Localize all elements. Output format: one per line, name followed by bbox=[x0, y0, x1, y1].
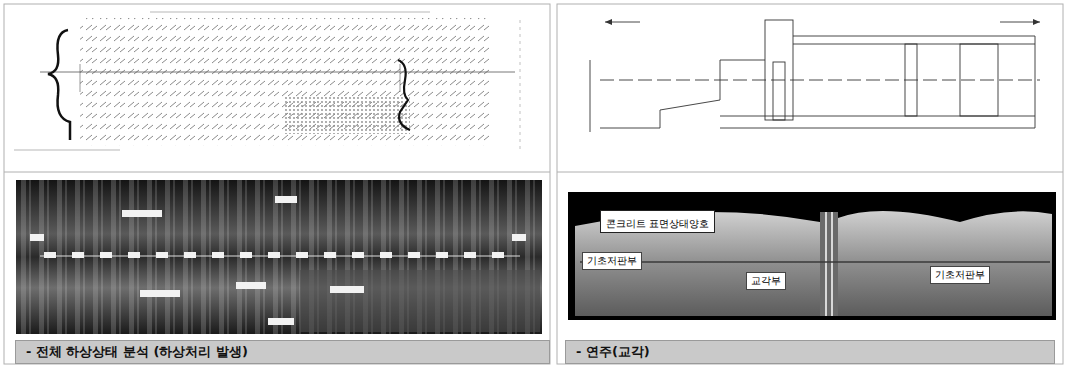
caption-bar: - 연주(교각) bbox=[565, 340, 1055, 364]
callout-box: 콘크리트 표면상태양호 bbox=[600, 210, 715, 233]
node-text: - 연주(교각) bbox=[576, 343, 650, 361]
node-text: 콘크리트 표면상태양호 bbox=[606, 218, 709, 229]
part-label: 기초저판부 bbox=[930, 266, 990, 284]
caption-bar: - 전체 하상상태 분석 (하상처리 발생) bbox=[15, 340, 550, 364]
part-label: 교각부 bbox=[746, 272, 786, 290]
node-text: - 전체 하상상태 분석 (하상처리 발생) bbox=[26, 343, 248, 361]
part-label: 기초저판부 bbox=[582, 252, 642, 270]
